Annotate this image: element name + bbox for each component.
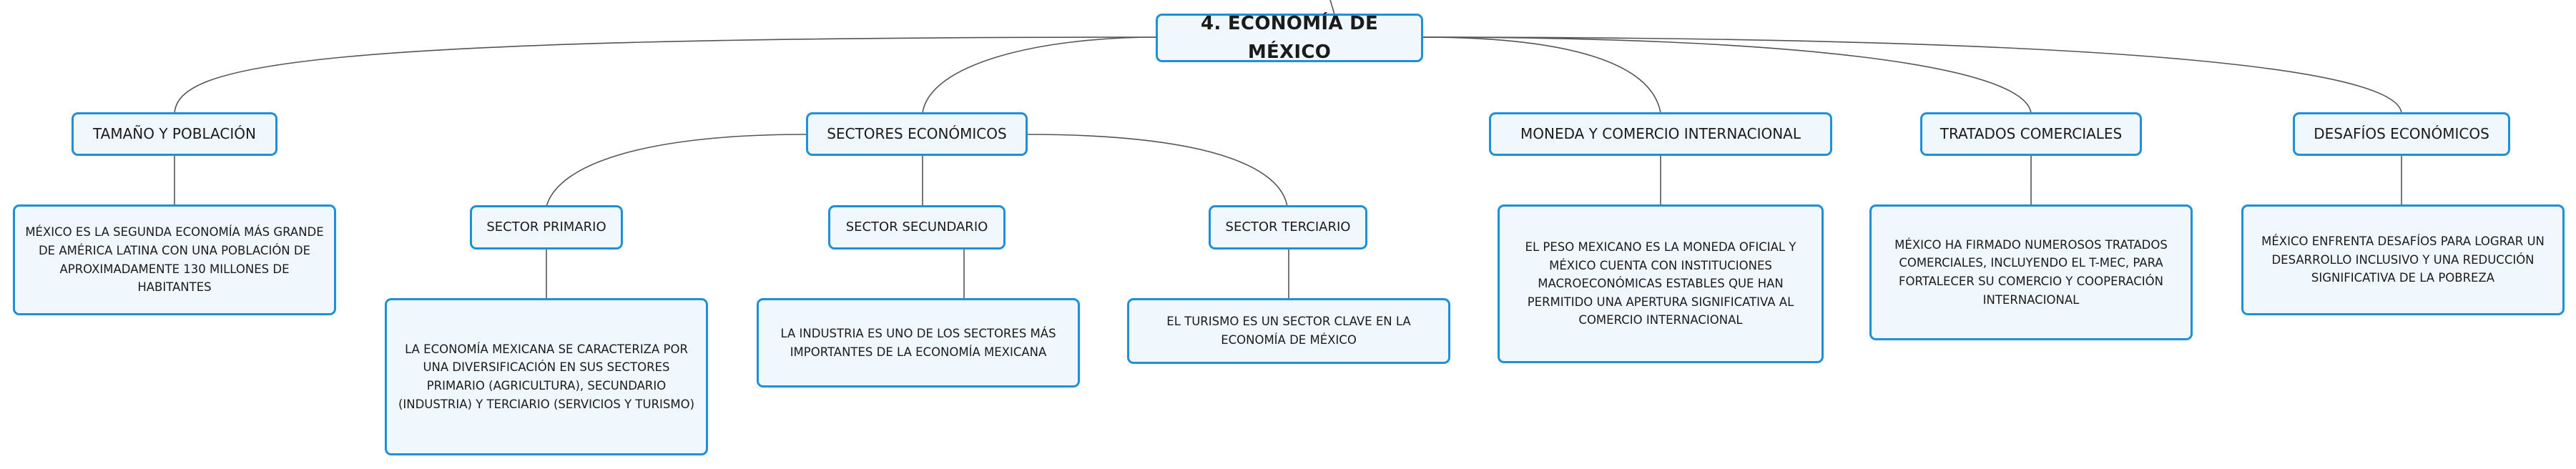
topic-tratados-comerciales[interactable]: TRATADOS COMERCIALES [1920, 112, 2142, 156]
topic-sectores-economicos[interactable]: SECTORES ECONÓMICOS [806, 112, 1028, 156]
text-sector-secundario[interactable]: LA INDUSTRIA ES UNO DE LOS SECTORES MÁS … [757, 298, 1080, 387]
text-sector-primario[interactable]: LA ECONOMÍA MEXICANA SE CARACTERIZA POR … [385, 298, 708, 455]
topic-desafios-economicos[interactable]: DESAFÍOS ECONÓMICOS [2293, 112, 2510, 156]
subtopic-sector-terciario[interactable]: SECTOR TERCIARIO [1209, 205, 1367, 250]
subtopic-sector-primario[interactable]: SECTOR PRIMARIO [470, 205, 623, 250]
root-node[interactable]: 4. ECONOMÍA DE MÉXICO [1156, 13, 1423, 63]
text-tamano-poblacion[interactable]: MÉXICO ES LA SEGUNDA ECONOMÍA MÁS GRANDE… [13, 204, 336, 315]
text-desafios-economicos[interactable]: MÉXICO ENFRENTA DESAFÍOS PARA LOGRAR UN … [2241, 204, 2565, 315]
subtopic-sector-secundario[interactable]: SECTOR SECUNDARIO [828, 205, 1006, 250]
text-sector-terciario[interactable]: EL TURISMO ES UN SECTOR CLAVE EN LA ECON… [1127, 298, 1450, 364]
topic-moneda-comercio[interactable]: MONEDA Y COMERCIO INTERNACIONAL [1489, 112, 1832, 156]
topic-tamano-poblacion[interactable]: TAMAÑO Y POBLACIÓN [72, 112, 277, 156]
text-tratados-comerciales[interactable]: MÉXICO HA FIRMADO NUMEROSOS TRATADOS COM… [1869, 204, 2193, 340]
text-moneda-comercio[interactable]: EL PESO MEXICANO ES LA MONEDA OFICIAL Y … [1498, 204, 1824, 363]
